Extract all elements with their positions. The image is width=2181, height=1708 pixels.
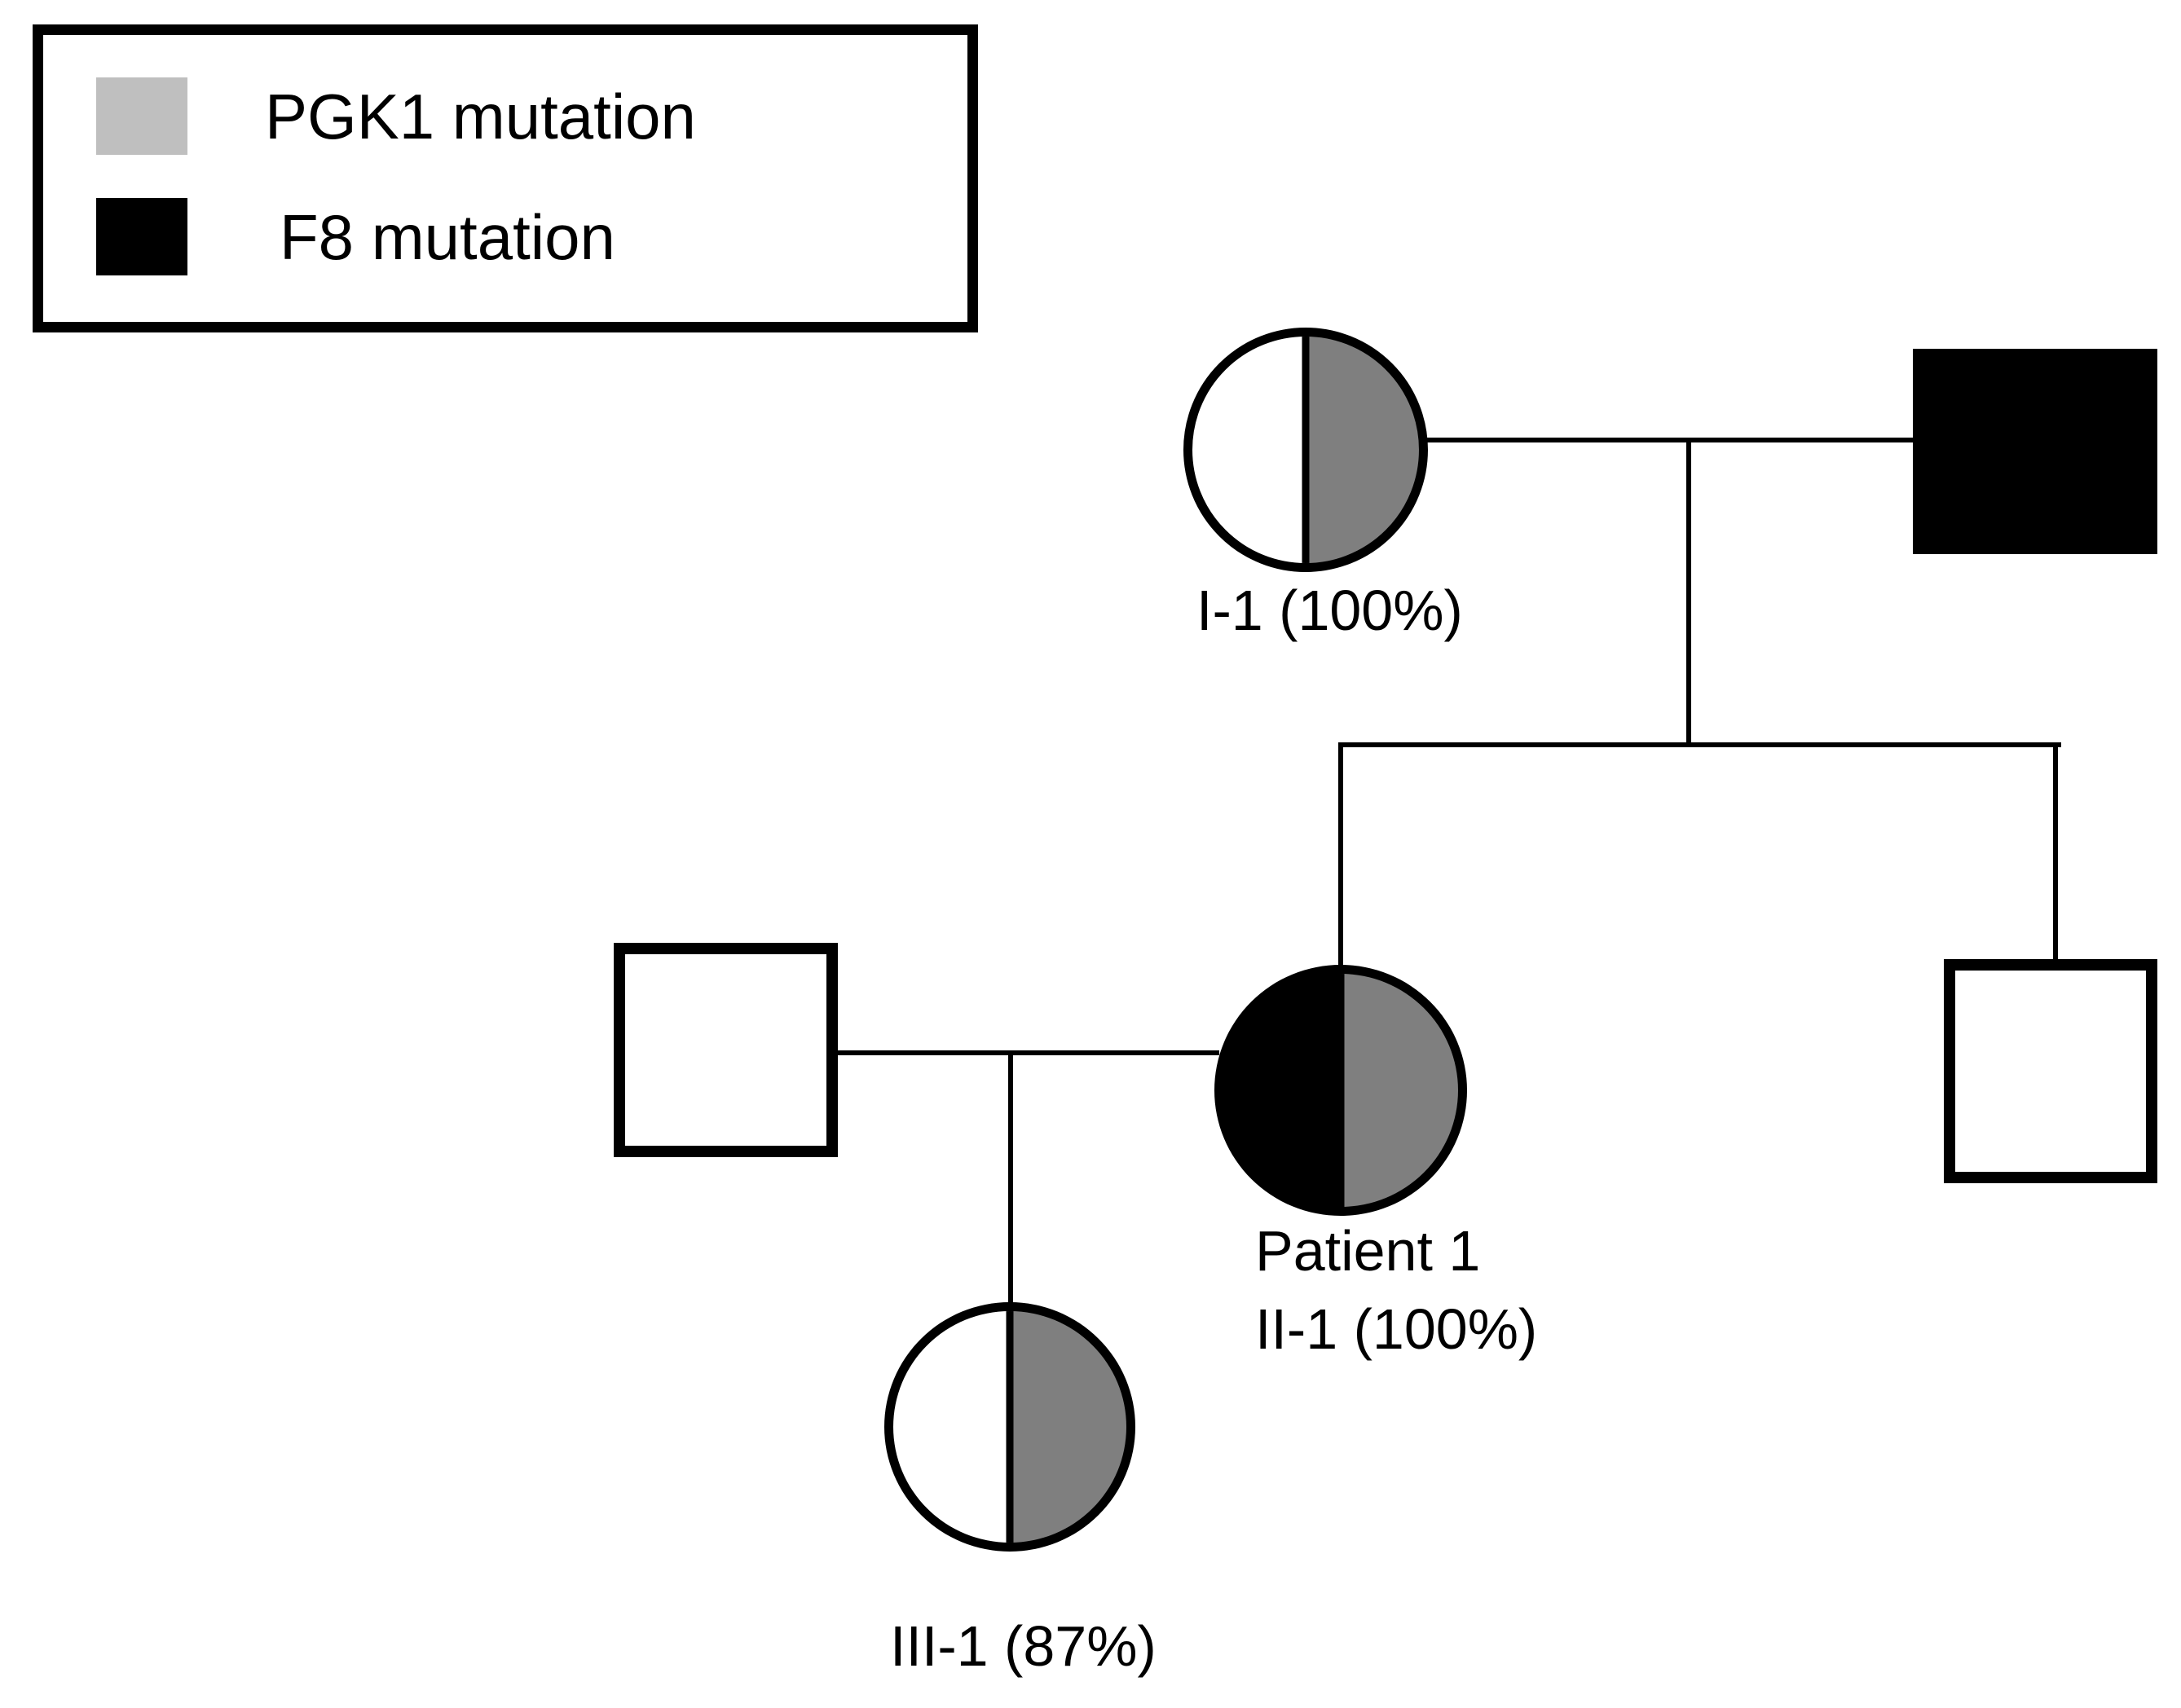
individual-i2-square-black-f8 (1913, 349, 2157, 554)
couple-line-generation-1 (1425, 438, 1915, 442)
descent-line-generation-2 (1008, 1050, 1013, 1308)
label-i1: I-1 (100%) (1196, 579, 1463, 642)
half-fill-divider (1302, 337, 1310, 563)
legend-swatch-pgk1-gray (96, 77, 187, 155)
sibling-drop-line-ii1 (1338, 742, 1343, 969)
individual-ii1-spouse-square-white (614, 943, 838, 1157)
half-fill-divider (1006, 1311, 1014, 1543)
sibling-drop-line-ii2 (2053, 742, 2058, 964)
legend-label-f8: F8 mutation (280, 201, 615, 273)
label-iii1: III-1 (87%) (890, 1614, 1157, 1678)
label-patient1-name: Patient 1 (1255, 1219, 1481, 1283)
individual-iii1-circle-half-gray (884, 1302, 1135, 1552)
sibship-line-generation-2 (1338, 742, 2061, 747)
half-fill-divider (1337, 974, 1345, 1207)
label-patient1-id: II-1 (100%) (1255, 1297, 1538, 1361)
legend-label-pgk1: PGK1 mutation (265, 81, 696, 152)
individual-i1-circle-half-gray (1183, 328, 1428, 572)
individual-ii1-circle-half-black-half-gray (1214, 965, 1467, 1216)
legend-swatch-f8-black (96, 198, 187, 275)
couple-line-generation-2 (836, 1050, 1219, 1055)
descent-line-generation-1 (1686, 438, 1691, 747)
individual-ii2-square-white (1944, 959, 2157, 1183)
legend-box: PGK1 mutation F8 mutation (33, 24, 978, 332)
